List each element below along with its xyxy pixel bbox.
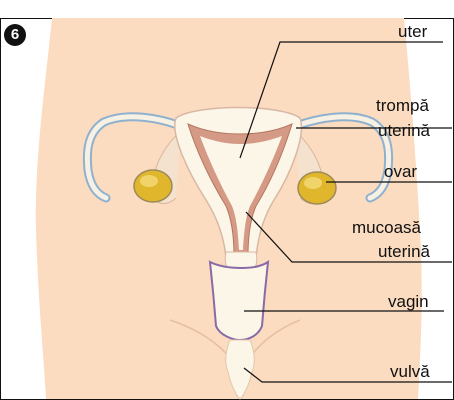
label-trompa-line2: uterină [378,121,430,141]
label-uter: uter [398,22,427,42]
vagina [210,262,268,340]
label-trompa-line1: trompă [376,96,429,116]
label-vagin: vagin [388,292,429,312]
label-mucoasa-line1: mucoasă [352,218,421,238]
label-vulva: vulvă [390,362,430,382]
figure-number-badge: 6 [4,24,26,46]
label-mucoasa-line2: uterină [378,242,430,262]
ovary-right-highlight [304,177,322,189]
label-ovar: ovar [384,162,417,182]
ovary-left-highlight [140,175,158,187]
